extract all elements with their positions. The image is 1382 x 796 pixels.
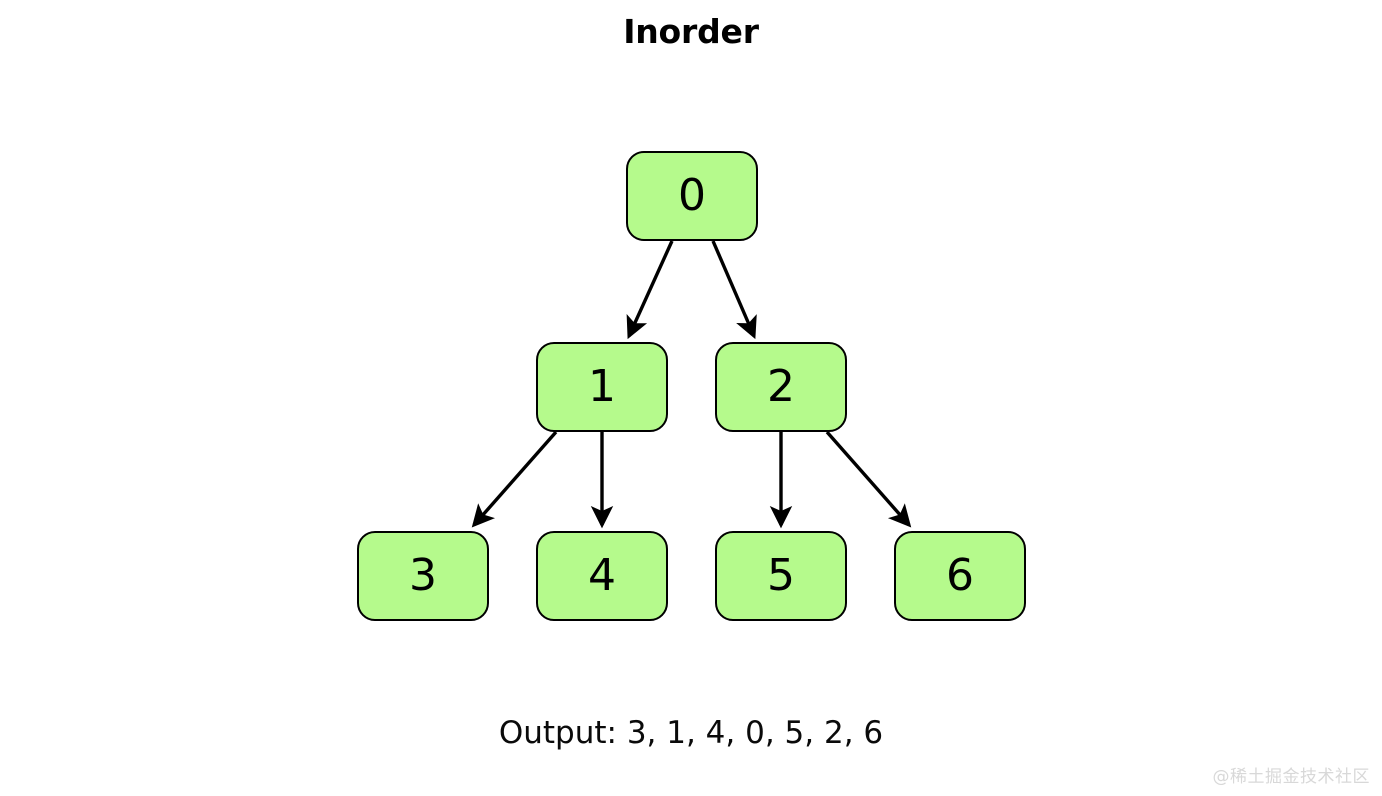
tree-node-6[interactable]: 6 [894,531,1026,621]
tree-edge-n1-n3 [471,430,558,528]
tree-node-0-label: 0 [678,170,706,221]
tree-edge-n0-n1 [626,240,674,340]
traversal-output-text: Output: 3, 1, 4, 0, 5, 2, 6 [498,715,884,751]
tree-node-1-label: 1 [588,361,616,412]
tree-node-2[interactable]: 2 [715,342,847,432]
tree-node-4-label: 4 [588,550,616,601]
tree-node-4[interactable]: 4 [536,531,668,621]
tree-node-3[interactable]: 3 [357,531,489,621]
tree-node-2-label: 2 [767,361,795,412]
tree-node-0[interactable]: 0 [626,151,758,241]
page-title: Inorder [623,12,759,51]
tree-edge-n0-n2 [711,240,757,340]
watermark-label: @稀土掘金技术社区 [1212,767,1370,787]
tree-node-3-label: 3 [409,550,437,601]
tree-node-1[interactable]: 1 [536,342,668,432]
tree-node-5[interactable]: 5 [715,531,847,621]
tree-node-6-label: 6 [946,550,974,601]
tree-node-5-label: 5 [767,550,795,601]
tree-edge-n2-n6 [825,430,912,528]
